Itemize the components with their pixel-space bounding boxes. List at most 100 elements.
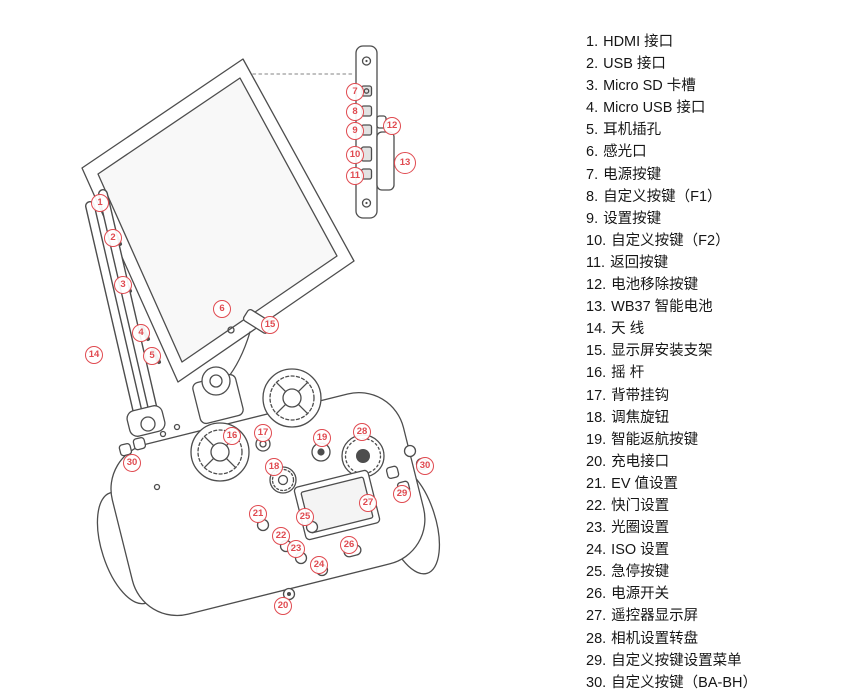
legend-item-2: 2.USB 接口 xyxy=(586,53,854,75)
legend-item-label: 自定义按键设置菜单 xyxy=(611,652,742,669)
legend-item-15: 15.显示屏安装支架 xyxy=(586,340,854,362)
f2-button-icon xyxy=(360,146,373,162)
legend-item-label: 调焦旋钮 xyxy=(611,409,670,426)
legend-item-8: 8.自定义按键（F1） xyxy=(586,186,854,208)
battery-release-button xyxy=(376,115,387,129)
legend-item-number: 8. xyxy=(586,188,599,205)
legend-item-label: 电源按键 xyxy=(603,166,662,183)
legend-item-number: 5. xyxy=(586,122,599,139)
legend-item-19: 19.智能返航按键 xyxy=(586,429,854,451)
legend-item-7: 7.电源按键 xyxy=(586,164,854,186)
back-button-icon xyxy=(360,168,373,180)
legend-item-label: 快门设置 xyxy=(611,497,670,514)
legend-item-11: 11.返回按键 xyxy=(586,252,854,274)
legend-item-number: 21. xyxy=(586,475,607,492)
legend-item-number: 24. xyxy=(586,542,607,559)
charging-port-icon xyxy=(282,587,296,601)
legend-item-label: 自定义按键（BA-BH） xyxy=(611,674,757,691)
legend-item-3: 3.Micro SD 卡槽 xyxy=(586,75,854,97)
legend-item-23: 23.光圈设置 xyxy=(586,517,854,539)
legend-item-number: 25. xyxy=(586,564,607,581)
legend-item-label: 电池移除按键 xyxy=(611,277,699,294)
legend-item-14: 14.天 线 xyxy=(586,318,854,340)
legend-item-number: 2. xyxy=(586,56,599,73)
legend-item-number: 22. xyxy=(586,497,607,514)
legend-item-label: 自定义按键（F2） xyxy=(611,232,730,249)
legend-item-12: 12.电池移除按键 xyxy=(586,274,854,296)
legend-item-label: 天 线 xyxy=(611,321,645,338)
legend-item-16: 16.摇 杆 xyxy=(586,362,854,384)
legend-item-number: 28. xyxy=(586,630,607,647)
legend-item-5: 5.耳机插孔 xyxy=(586,119,854,141)
antenna-hinge-icon xyxy=(140,416,156,432)
legend-item-label: 设置按键 xyxy=(603,210,662,227)
wb37-battery xyxy=(376,131,395,191)
legend-item-21: 21.EV 值设置 xyxy=(586,473,854,495)
legend-item-label: 耳机插孔 xyxy=(603,122,662,139)
legend-item-10: 10.自定义按键（F2） xyxy=(586,230,854,252)
legend-item-number: 9. xyxy=(586,210,599,227)
rth-button-icon xyxy=(311,442,331,462)
legend-item-18: 18.调焦旋钮 xyxy=(586,407,854,429)
legend-item-number: 30. xyxy=(586,674,607,691)
camera-settings-dial xyxy=(341,434,385,478)
legend-item-6: 6.感光口 xyxy=(586,141,854,163)
legend-item-label: 电源开关 xyxy=(611,586,670,603)
legend-item-13: 13.WB37 智能电池 xyxy=(586,296,854,318)
legend-item-number: 11. xyxy=(586,254,606,271)
connector-leader xyxy=(244,71,353,77)
body-screws xyxy=(153,423,181,491)
legend-item-label: WB37 智能电池 xyxy=(611,299,713,316)
legend-item-number: 26. xyxy=(586,586,607,603)
monitor xyxy=(81,58,355,383)
legend-item-29: 29.自定义按键设置菜单 xyxy=(586,650,854,672)
legend-item-number: 18. xyxy=(586,409,607,426)
focus-knob xyxy=(269,466,297,494)
legend-item-20: 20.充电接口 xyxy=(586,451,854,473)
legend-item-label: 自定义按键（F1） xyxy=(603,188,722,205)
legend-item-label: 相机设置转盘 xyxy=(611,630,699,647)
legend-item-17: 17.背带挂钩 xyxy=(586,385,854,407)
legend-item-26: 26.电源开关 xyxy=(586,583,854,605)
legend-item-1: 1.HDMI 接口 xyxy=(586,31,854,53)
legend-item-number: 10. xyxy=(586,232,607,249)
light-sensor-icon xyxy=(227,326,235,334)
lanyard-hook-icon xyxy=(255,436,271,452)
legend-item-number: 7. xyxy=(586,166,599,183)
legend-item-label: USB 接口 xyxy=(603,56,666,73)
settings-button-icon xyxy=(360,124,373,136)
device-illustration-svg xyxy=(81,45,441,617)
legend-item-label: Micro USB 接口 xyxy=(603,100,706,117)
legend-item-28: 28.相机设置转盘 xyxy=(586,628,854,650)
legend-item-number: 12. xyxy=(586,277,607,294)
legend-item-number: 6. xyxy=(586,144,599,161)
control-stick-left xyxy=(190,422,250,482)
legend-item-label: HDMI 接口 xyxy=(603,34,674,50)
legend-item-label: 显示屏安装支架 xyxy=(611,343,713,360)
legend-item-24: 24.ISO 设置 xyxy=(586,539,854,561)
legend-item-label: 背带挂钩 xyxy=(611,387,670,404)
legend-item-number: 13. xyxy=(586,299,607,316)
legend-item-number: 20. xyxy=(586,453,607,470)
legend-item-number: 15. xyxy=(586,343,607,360)
screw-icon xyxy=(361,198,372,208)
screw-icon xyxy=(361,56,372,66)
power-button-icon xyxy=(360,85,373,97)
legend-item-number: 27. xyxy=(586,608,607,625)
legend-item-label: Micro SD 卡槽 xyxy=(603,78,696,95)
legend-item-number: 19. xyxy=(586,431,607,448)
legend-item-label: 智能返航按键 xyxy=(611,431,699,448)
legend-item-label: 充电接口 xyxy=(611,453,670,470)
legend-item-label: 光圈设置 xyxy=(611,520,670,537)
f1-button-icon xyxy=(360,105,373,117)
legend-item-number: 14. xyxy=(586,321,607,338)
legend-item-number: 23. xyxy=(586,520,607,537)
legend-item-number: 3. xyxy=(586,78,599,95)
legend-item-label: 遥控器显示屏 xyxy=(611,608,699,625)
legend-item-label: ISO 设置 xyxy=(611,542,670,559)
legend-item-number: 4. xyxy=(586,100,599,117)
monitor-side-panel xyxy=(355,45,395,219)
legend-item-number: 16. xyxy=(586,365,607,382)
legend-item-4: 4.Micro USB 接口 xyxy=(586,97,854,119)
